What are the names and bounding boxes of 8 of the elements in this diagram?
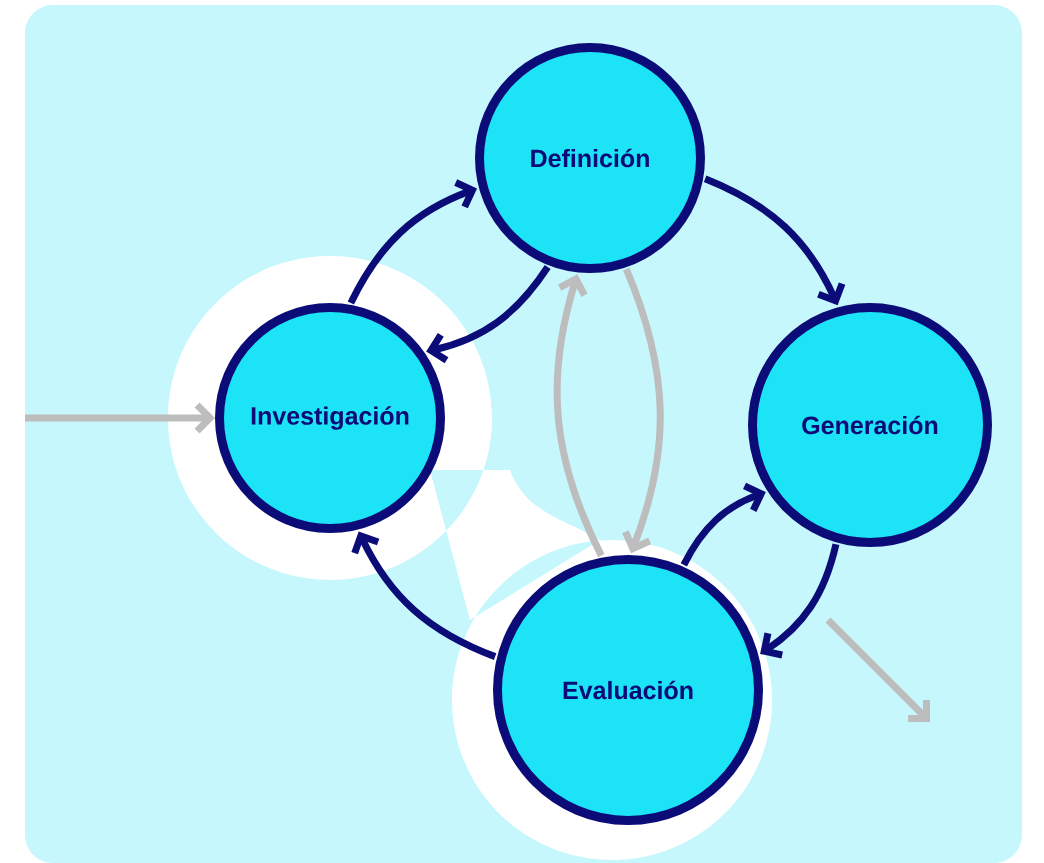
arrow [351,531,497,660]
arrow [426,265,551,364]
arrow [347,179,478,305]
arrow [760,543,840,659]
arrow [703,175,846,306]
arrow [622,267,664,554]
arrow [553,274,605,558]
arrow [680,482,766,567]
